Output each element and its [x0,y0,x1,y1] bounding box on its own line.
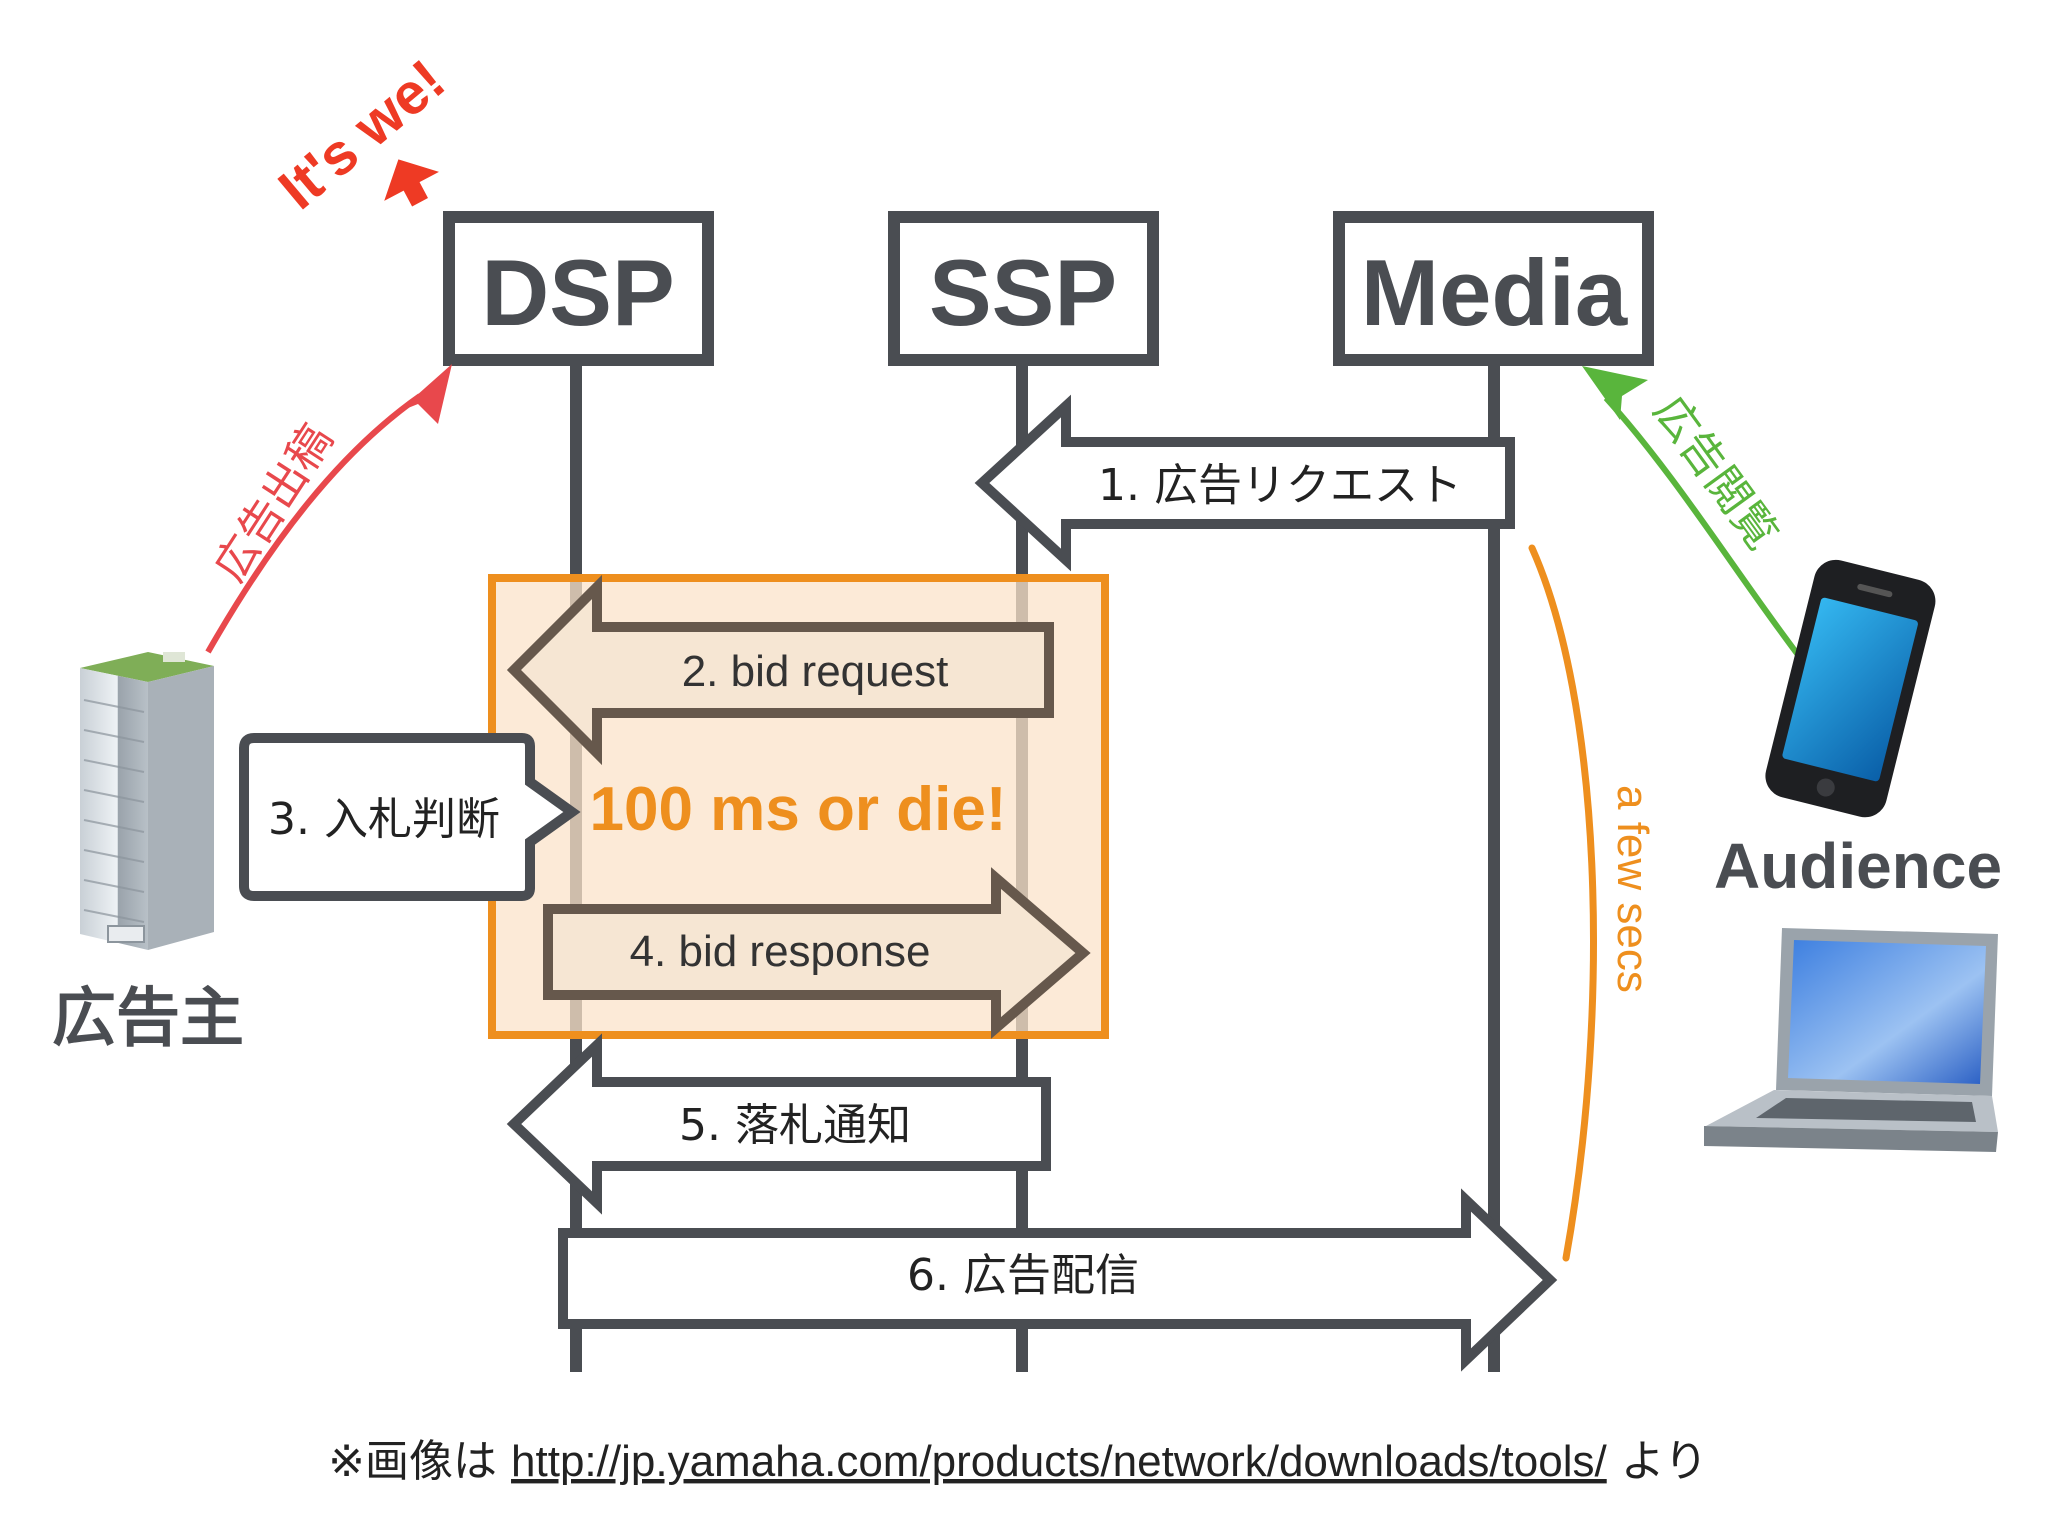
arrowhead-icon [398,364,452,424]
laptop-icon [1704,928,1998,1152]
message-1-label: 1. 広告リクエスト [1098,460,1462,511]
participant-media: Media [1333,211,1654,366]
message-6-label: 6. 広告配信 [907,1250,1139,1301]
message-3-label: 3. 入札判断 [268,794,500,845]
message-6-arrow: 6. 広告配信 [558,1188,1558,1372]
ad-view-arrow: 広告閲覧 [1582,366,1811,670]
office-building-icon [80,652,214,950]
message-4-arrow: 4. bid response [543,867,1091,1039]
message-5-arrow: 5. 落札通知 [506,1033,1051,1215]
down-arrow-icon [384,159,439,207]
footer-link[interactable]: http://jp.yamaha.com/products/network/do… [511,1437,1607,1486]
audience-label: Audience [1714,830,2002,902]
its-we-text: It's we! [267,47,458,222]
its-we-callout: It's we! [267,47,458,222]
footer-credit: ※画像は http://jp.yamaha.com/products/netwo… [328,1436,1708,1487]
ad-placement-arrow: 広告出稿 [204,364,452,654]
footer-prefix: ※画像は [328,1436,511,1487]
duration-label: a few secs [1608,785,1657,993]
arrowhead-icon [1582,366,1648,420]
message-2-label: 2. bid request [682,647,949,696]
message-2-arrow: 2. bid request [506,574,1054,766]
duration-bracket: a few secs [1528,544,1657,1262]
ssp-label: SSP [929,240,1117,345]
smartphone-icon [1765,559,1936,818]
media-label: Media [1361,240,1628,345]
message-4-label: 4. bid response [630,927,931,976]
message-3-callout: 3. 入札判断 [239,733,581,901]
footer-suffix: より [1607,1436,1708,1487]
dsp-label: DSP [481,240,674,345]
message-1-arrow: 1. 広告リクエスト [974,394,1515,572]
participant-ssp: SSP [888,211,1159,366]
ad-placement-label: 広告出稿 [204,416,343,591]
latency-warning: 100 ms or die! [590,775,1007,844]
participant-dsp: DSP [443,211,714,366]
advertiser-label: 広告主 [52,982,244,1056]
message-5-label: 5. 落札通知 [679,1100,911,1151]
